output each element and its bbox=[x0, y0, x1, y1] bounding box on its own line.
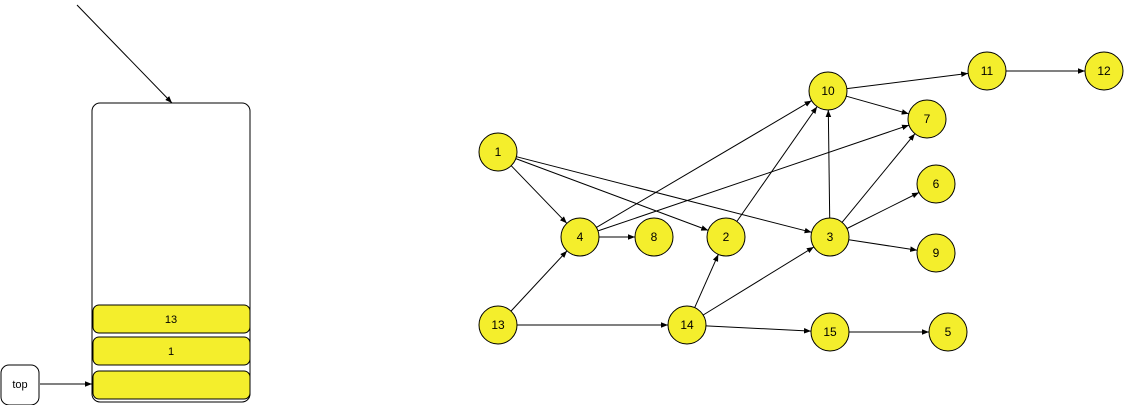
graph-node-2: 2 bbox=[706, 217, 746, 257]
stack-cell-2-label: 1 bbox=[168, 346, 174, 358]
edge-1-to-4 bbox=[510, 165, 568, 224]
graph-node-10: 10 bbox=[808, 71, 848, 111]
edge-10-to-7 bbox=[846, 95, 909, 115]
node-circle bbox=[478, 305, 518, 345]
graph-node-7: 7 bbox=[907, 99, 947, 139]
node-circle bbox=[478, 132, 518, 172]
node-circle bbox=[907, 99, 947, 139]
graph-node-14: 14 bbox=[667, 305, 707, 345]
node-label: 12 bbox=[1097, 64, 1111, 78]
node-label: 2 bbox=[723, 230, 730, 244]
node-label: 8 bbox=[651, 230, 658, 244]
graph-node-4: 4 bbox=[560, 217, 600, 257]
edge-3-to-9 bbox=[848, 239, 918, 252]
node-circle bbox=[967, 51, 1007, 91]
node-label: 7 bbox=[924, 112, 931, 126]
stack-cell-3 bbox=[92, 370, 251, 400]
stack-cell-1 bbox=[92, 304, 251, 334]
node-label: 3 bbox=[827, 230, 834, 244]
node-circle bbox=[916, 233, 956, 273]
graph-edges bbox=[510, 68, 1085, 335]
graph-node-1: 1 bbox=[478, 132, 518, 172]
node-circle bbox=[667, 305, 707, 345]
node-circle bbox=[560, 217, 600, 257]
node-label: 15 bbox=[823, 325, 837, 339]
stack-cell-1-label: 13 bbox=[165, 314, 177, 326]
edge-3-to-7 bbox=[841, 133, 916, 223]
graph-node-15: 15 bbox=[810, 312, 850, 352]
edge-1-to-2 bbox=[515, 158, 709, 231]
graph-node-11: 11 bbox=[967, 51, 1007, 91]
node-label: 9 bbox=[933, 246, 940, 260]
graph-node-13: 13 bbox=[478, 305, 518, 345]
edge-14-to-2 bbox=[694, 254, 719, 308]
edge-14-to-3 bbox=[702, 246, 815, 316]
stack-entry-arrow bbox=[76, 4, 173, 104]
edge-10-to-11 bbox=[846, 71, 969, 90]
node-label: 1 bbox=[495, 145, 502, 159]
node-label: 11 bbox=[981, 64, 994, 78]
top-pointer-box bbox=[0, 364, 40, 405]
node-label: 13 bbox=[491, 318, 505, 332]
graph-node-5: 5 bbox=[928, 312, 968, 352]
graph-node-9: 9 bbox=[916, 233, 956, 273]
edge-4-to-7 bbox=[597, 124, 910, 232]
edge-3-to-10 bbox=[825, 109, 832, 219]
node-circle bbox=[810, 312, 850, 352]
node-label: 10 bbox=[821, 84, 835, 98]
node-circle bbox=[928, 312, 968, 352]
node-label: 5 bbox=[945, 325, 952, 339]
edge-4-to-10 bbox=[596, 100, 812, 228]
node-label: 14 bbox=[680, 318, 694, 332]
top-pointer-label: top bbox=[12, 379, 27, 391]
graph-node-6: 6 bbox=[916, 164, 956, 204]
node-circle bbox=[808, 71, 848, 111]
graph-node-12: 12 bbox=[1084, 51, 1124, 91]
edge-13-to-4 bbox=[510, 250, 568, 312]
node-label: 6 bbox=[933, 177, 940, 191]
node-circle bbox=[706, 217, 746, 257]
graph-node-8: 8 bbox=[634, 217, 674, 257]
node-circle bbox=[810, 217, 850, 257]
stack-cell-2 bbox=[92, 336, 251, 366]
edge-2-to-10 bbox=[736, 106, 818, 222]
edge-3-to-6 bbox=[846, 192, 920, 229]
node-circle bbox=[916, 164, 956, 204]
graph-node-3: 3 bbox=[810, 217, 850, 257]
edge-14-to-15 bbox=[705, 325, 812, 334]
stack: 13 1 top bbox=[0, 4, 251, 405]
node-circle bbox=[634, 217, 674, 257]
node-label: 4 bbox=[577, 230, 584, 244]
edge-1-to-3 bbox=[516, 156, 812, 234]
node-circle bbox=[1084, 51, 1124, 91]
